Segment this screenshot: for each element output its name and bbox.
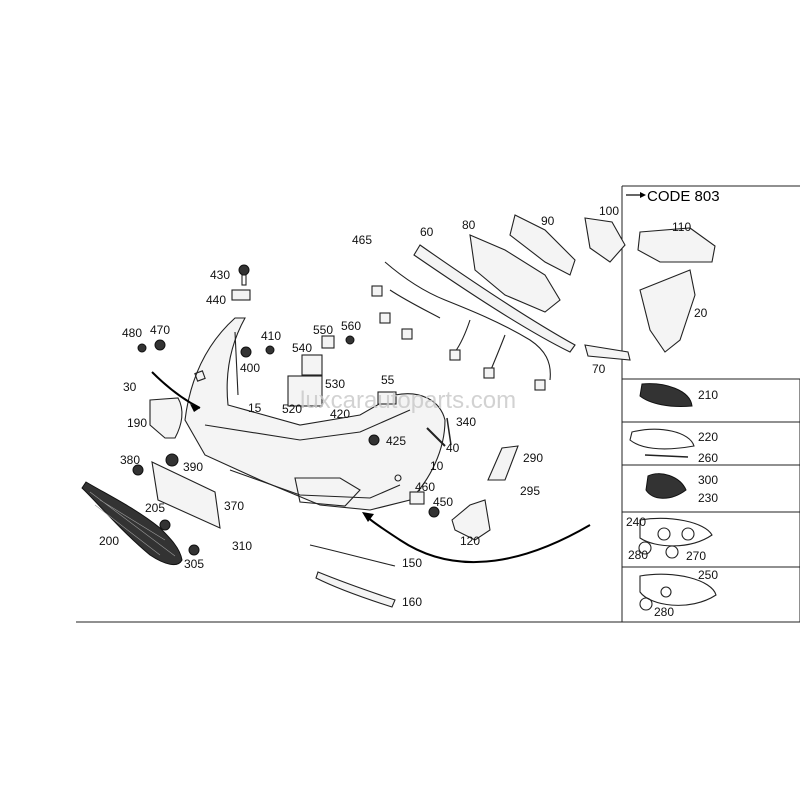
callout-460: 460 xyxy=(415,480,435,494)
bracket-120 xyxy=(451,499,491,541)
callout-30: 30 xyxy=(123,380,137,394)
callout-100: 100 xyxy=(599,204,619,218)
callout-305: 305 xyxy=(184,557,204,571)
lower-grille-200 xyxy=(81,481,183,566)
callout-465: 465 xyxy=(352,233,372,247)
part-220 xyxy=(629,428,695,450)
callout-80: 80 xyxy=(462,218,476,232)
callout-450: 450 xyxy=(433,495,453,509)
side-bracket-20 xyxy=(639,269,696,353)
inset-box-240 xyxy=(621,511,800,568)
callout-530: 530 xyxy=(325,377,345,391)
callout-90: 90 xyxy=(541,214,555,228)
callout-480: 480 xyxy=(122,326,142,340)
callout-295: 295 xyxy=(520,484,540,498)
callout-370: 370 xyxy=(224,499,244,513)
sensor-540 xyxy=(301,354,323,376)
callout-390: 390 xyxy=(183,460,203,474)
leader-arrow-bottom xyxy=(364,514,591,564)
callout-110: 110 xyxy=(672,220,691,234)
callout-400: 400 xyxy=(240,361,260,375)
callout-540: 540 xyxy=(292,341,312,355)
grille-insert-290 xyxy=(487,445,519,481)
part-280a xyxy=(638,541,652,555)
callout-420: 420 xyxy=(330,407,350,421)
callout-470: 470 xyxy=(150,323,170,337)
trim-strip-150 xyxy=(309,544,396,567)
fog-bezel-460 xyxy=(409,491,425,505)
bracket-100 xyxy=(584,217,626,263)
part-270 xyxy=(665,545,679,559)
code-marker: CODE 803 xyxy=(626,188,720,205)
callout-40: 40 xyxy=(446,441,460,455)
part-230 xyxy=(645,473,687,499)
callout-210: 210 xyxy=(698,388,718,402)
callout-340: 340 xyxy=(456,415,476,429)
callout-380: 380 xyxy=(120,453,140,467)
trim-strip-160 xyxy=(315,571,396,608)
callout-250: 250 xyxy=(698,568,718,582)
callout-60: 60 xyxy=(420,225,434,239)
callout-270: 270 xyxy=(686,549,706,563)
callout-205: 205 xyxy=(145,501,165,515)
callout-55: 55 xyxy=(381,373,395,387)
inset-parts xyxy=(629,383,717,611)
callout-20: 20 xyxy=(694,306,708,320)
leader-arrow-left xyxy=(151,371,201,409)
callout-200: 200 xyxy=(99,534,119,548)
callout-440: 440 xyxy=(206,293,226,307)
shield-110 xyxy=(637,227,716,263)
callout-425: 425 xyxy=(386,434,406,448)
callout-520: 520 xyxy=(282,402,302,416)
watermark: luxcarautoparts.com xyxy=(300,387,516,414)
callout-230: 230 xyxy=(698,491,718,505)
inset-box-250 xyxy=(621,566,800,623)
inset-panels xyxy=(621,185,800,623)
callout-290: 290 xyxy=(523,451,543,465)
callout-10: 10 xyxy=(430,459,444,473)
part-260 xyxy=(644,454,689,458)
sensor-520 xyxy=(287,375,323,407)
callout-160: 160 xyxy=(402,595,422,609)
callout-240: 240 xyxy=(626,515,646,529)
carrier-80 xyxy=(469,234,561,313)
callout-15: 15 xyxy=(248,401,262,415)
fasteners xyxy=(132,264,452,556)
callout-430: 430 xyxy=(210,268,230,282)
wiring-harness-465 xyxy=(371,261,551,391)
callout-280b: 280 xyxy=(654,605,674,619)
code-label: CODE 803 xyxy=(647,188,720,205)
callout-70: 70 xyxy=(592,362,606,376)
callout-220: 220 xyxy=(698,430,718,444)
reinforcement-90 xyxy=(509,214,576,276)
callout-260: 260 xyxy=(698,451,718,465)
callout-280a: 280 xyxy=(628,548,648,562)
callout-120: 120 xyxy=(460,534,480,548)
callout-410: 410 xyxy=(261,329,281,343)
splash-shield-190 xyxy=(149,397,183,439)
part-240 xyxy=(639,517,713,547)
callout-190: 190 xyxy=(127,416,147,430)
callout-550: 550 xyxy=(313,323,333,337)
callout-300: 300 xyxy=(698,473,718,487)
callout-labels: 200 205 305 310 370 380 390 190 30 480 4… xyxy=(99,204,718,619)
bumper-cover xyxy=(184,317,446,511)
callout-560: 560 xyxy=(341,319,361,333)
bar-70 xyxy=(584,344,631,361)
callout-150: 150 xyxy=(402,556,422,570)
callout-310: 310 xyxy=(232,539,252,553)
absorber-60 xyxy=(413,244,576,353)
license-bracket-370 xyxy=(151,461,221,529)
part-210 xyxy=(639,383,693,407)
part-280b xyxy=(639,597,653,611)
